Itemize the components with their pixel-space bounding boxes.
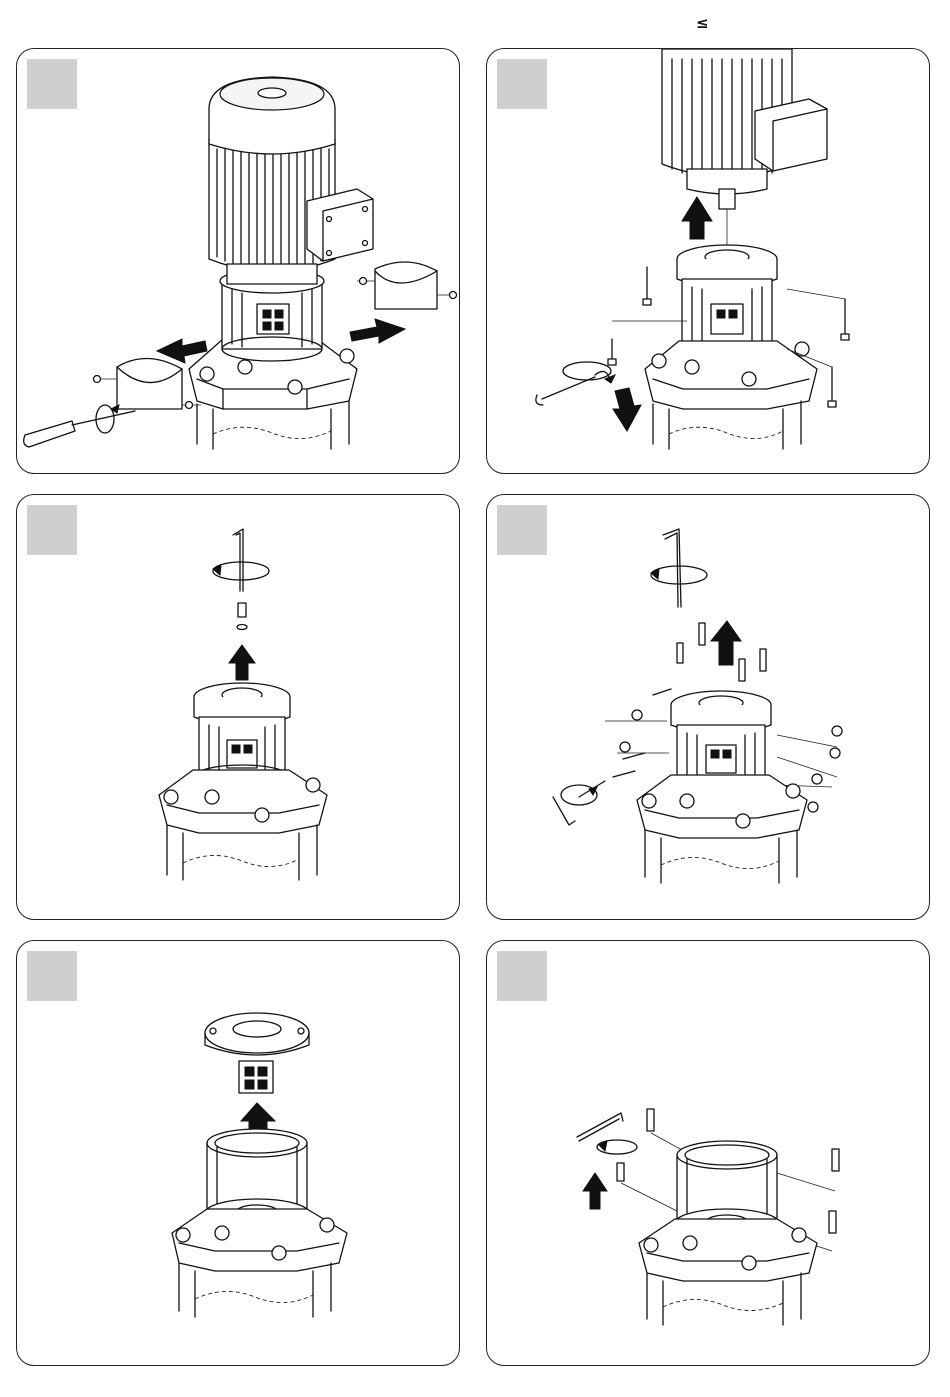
coupling-removal-diagram	[17, 941, 460, 1366]
step-panel-6	[486, 940, 930, 1366]
bolt-icon	[238, 603, 246, 617]
pump-base-icon	[637, 775, 807, 883]
coupling-lantern-icon	[671, 691, 771, 785]
lower-arrow-icon	[613, 388, 641, 431]
lift-arrow-icon	[583, 1173, 607, 1209]
lantern-bolts-removal-diagram	[487, 495, 930, 920]
coupling-icon	[239, 1061, 273, 1093]
coupling-guard-left-icon	[94, 358, 202, 409]
motor-lift-diagram	[487, 49, 930, 474]
step-panel-3	[16, 494, 460, 920]
coupling-lantern-icon	[677, 245, 777, 349]
move-right-arrow-icon	[350, 319, 405, 343]
hex-key-icon	[233, 529, 243, 591]
rotate-arrow-icon	[597, 1140, 637, 1154]
lift-arrow-icon	[229, 645, 255, 680]
hex-key-icon	[577, 1113, 623, 1141]
page-mark: ≤	[696, 14, 709, 32]
rotate-arrow-icon	[651, 566, 707, 584]
pump-base-icon	[639, 1219, 817, 1325]
pump-base-icon	[159, 770, 327, 880]
motor-removal-diagram	[17, 49, 460, 474]
pump-base-icon	[172, 1209, 347, 1317]
motor-icon	[662, 49, 827, 209]
wrench-icon	[536, 362, 615, 405]
coupling-guard-right-icon	[357, 262, 457, 309]
step-panel-4	[486, 494, 930, 920]
screwdriver-icon	[24, 405, 135, 447]
motor-flange-icon	[205, 1013, 309, 1055]
lift-arrow-icon	[682, 197, 712, 239]
step-panel-2	[486, 48, 930, 474]
rotate-arrow-icon	[213, 562, 269, 580]
hex-key-icon	[553, 781, 605, 825]
pump-base-icon	[645, 341, 817, 449]
shaft-screw-removal-diagram	[17, 495, 460, 920]
lift-arrow-icon	[711, 621, 741, 665]
lantern-removal-diagram	[487, 941, 930, 1366]
step-panel-1	[16, 48, 460, 474]
motor-icon	[209, 77, 373, 284]
step-panel-5	[16, 940, 460, 1366]
hex-key-icon	[663, 529, 681, 607]
